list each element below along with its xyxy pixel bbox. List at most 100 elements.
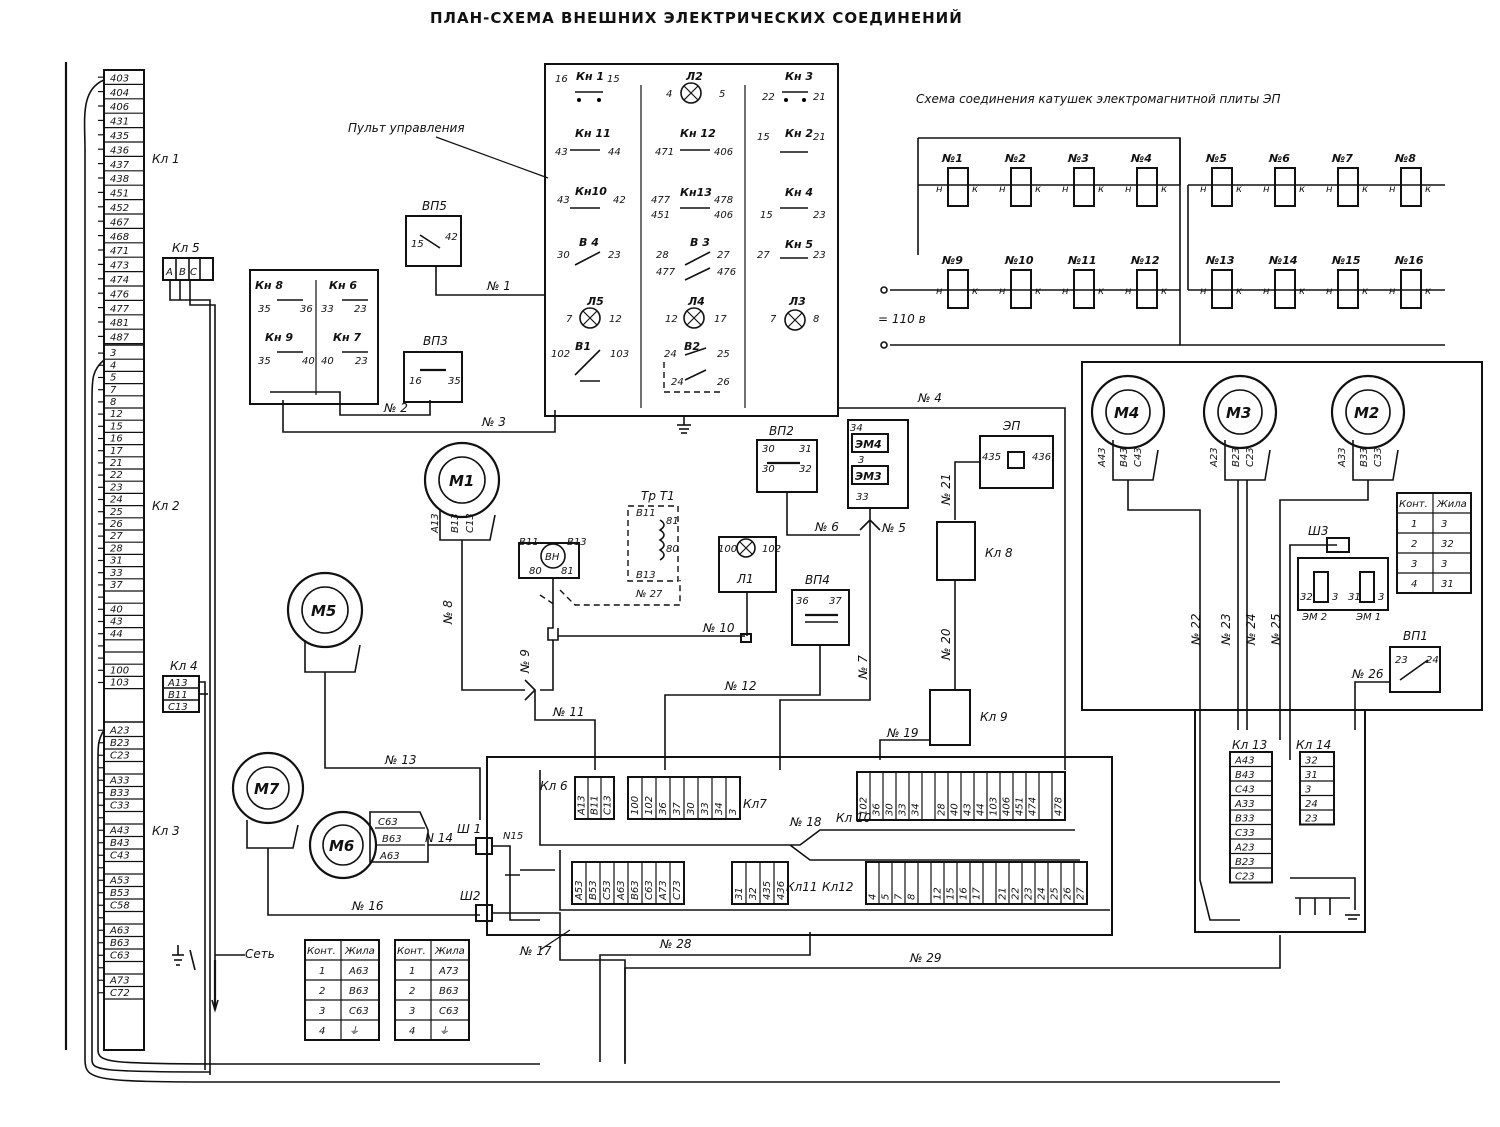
motor-label: М4 [1114,404,1139,422]
svg-text:к: к [1236,286,1242,297]
kl4-block: Кл 4 А13 В11 С13 [162,659,208,1070]
svg-text:В23: В23 [1235,857,1255,868]
svg-text:В23: В23 [1231,447,1242,467]
coil-number: №7 [1331,152,1353,165]
svg-text:№ 10: № 10 [702,621,735,635]
table-header: Конт. [1399,499,1428,510]
kl1-terminal: 436 [110,145,129,156]
svg-text:2: 2 [1411,539,1417,550]
svg-text:1: 1 [1411,519,1417,530]
svg-text:№ 19: № 19 [886,726,919,740]
svg-text:№ 17: № 17 [519,944,552,958]
kl2-terminal: 21 [110,458,123,469]
svg-text:к: к [1362,184,1368,195]
svg-text:8: 8 [907,894,918,900]
svg-text:к: к [1098,286,1104,297]
svg-text:В11: В11 [519,537,539,548]
coil-number: №9 [941,254,963,267]
coil-number: №6 [1268,152,1290,165]
table-header: Жила [1436,499,1467,510]
svg-text:№ 25: № 25 [1269,613,1283,646]
svg-text:В2: В2 [684,340,700,353]
svg-text:№ 27: № 27 [635,589,663,600]
coil-number: №16 [1394,254,1424,267]
wire-28 [599,932,811,1062]
svg-text:к: к [972,286,978,297]
svg-text:Кл 14: Кл 14 [1296,738,1331,752]
coil-number: №10 [1004,254,1034,267]
svg-text:Л3: Л3 [788,295,806,308]
svg-text:4: 4 [319,1026,325,1037]
svg-text:23: 23 [354,304,367,315]
svg-text:3: 3 [1378,592,1384,603]
ep-coil [1136,269,1158,309]
svg-text:н: н [1263,184,1270,195]
kl2-label: Кл 2 [152,499,180,513]
svg-text:В11: В11 [590,795,601,815]
svg-text:Кн10: Кн10 [575,185,607,198]
svg-text:М5: М5 [311,602,336,620]
svg-text:16: 16 [959,887,970,900]
wire-4 [838,407,1066,770]
svg-text:30: 30 [762,464,775,475]
kl3-terminal: С43 [110,851,130,862]
svg-text:н: н [1125,184,1132,195]
svg-text:406: 406 [714,210,733,221]
kl2-terminal: 22 [110,470,123,481]
svg-text:Кл7: Кл7 [743,797,767,811]
svg-text:В63: В63 [439,986,459,997]
svg-text:31: 31 [1441,579,1454,590]
svg-text:31: 31 [799,444,812,455]
svg-text:Кн 8: Кн 8 [255,279,283,292]
svg-text:С63: С63 [439,1006,459,1017]
svg-text:33: 33 [700,802,711,815]
svg-text:31: 31 [734,887,745,900]
svg-text:С23: С23 [1245,447,1256,467]
svg-text:Л1: Л1 [736,572,754,586]
svg-text:С53: С53 [602,880,613,900]
voltage-label: = 110 в [878,312,926,326]
svg-text:33: 33 [856,492,869,503]
svg-text:В13: В13 [450,513,461,533]
svg-text:24: 24 [671,377,684,388]
svg-text:478: 478 [714,195,733,206]
svg-text:В11: В11 [636,508,656,519]
svg-text:80: 80 [666,544,679,555]
network-label: Сеть [245,947,275,961]
svg-text:36: 36 [658,802,669,815]
svg-text:ЭП: ЭП [1002,419,1020,433]
svg-text:35: 35 [448,376,461,387]
kl2-terminal: 31 [110,556,123,567]
table-header: Конт. [307,946,336,957]
svg-text:Л4: Л4 [687,295,705,308]
svg-text:В43: В43 [1235,770,1255,781]
kl1-terminal: 467 [110,217,130,228]
svg-text:ЭМ3: ЭМ3 [855,470,882,483]
kl3-terminal: В53 [110,888,130,899]
svg-text:к: к [1035,286,1041,297]
kl2-terminal: 27 [110,531,123,542]
svg-text:23: 23 [1024,887,1035,900]
svg-text:12: 12 [609,314,622,325]
svg-text:к: к [1299,286,1305,297]
svg-text:к: к [1098,184,1104,195]
kl2-terminal: 7 [110,385,117,396]
svg-text:А23: А23 [1234,843,1255,854]
svg-text:А13: А13 [167,678,188,689]
motor-m5: М5 № 13 [286,571,481,820]
svg-text:н: н [1389,184,1396,195]
svg-text:Ш2: Ш2 [460,889,480,903]
kl2-terminal: 26 [110,519,123,530]
motor-label: М3 [1226,404,1251,422]
svg-text:В 4: В 4 [579,236,599,249]
svg-text:В33: В33 [1235,814,1255,825]
svg-text:В43: В43 [1119,447,1130,467]
svg-text:21: 21 [998,887,1009,900]
svg-text:А33: А33 [1234,799,1255,810]
svg-text:103: 103 [610,349,629,360]
